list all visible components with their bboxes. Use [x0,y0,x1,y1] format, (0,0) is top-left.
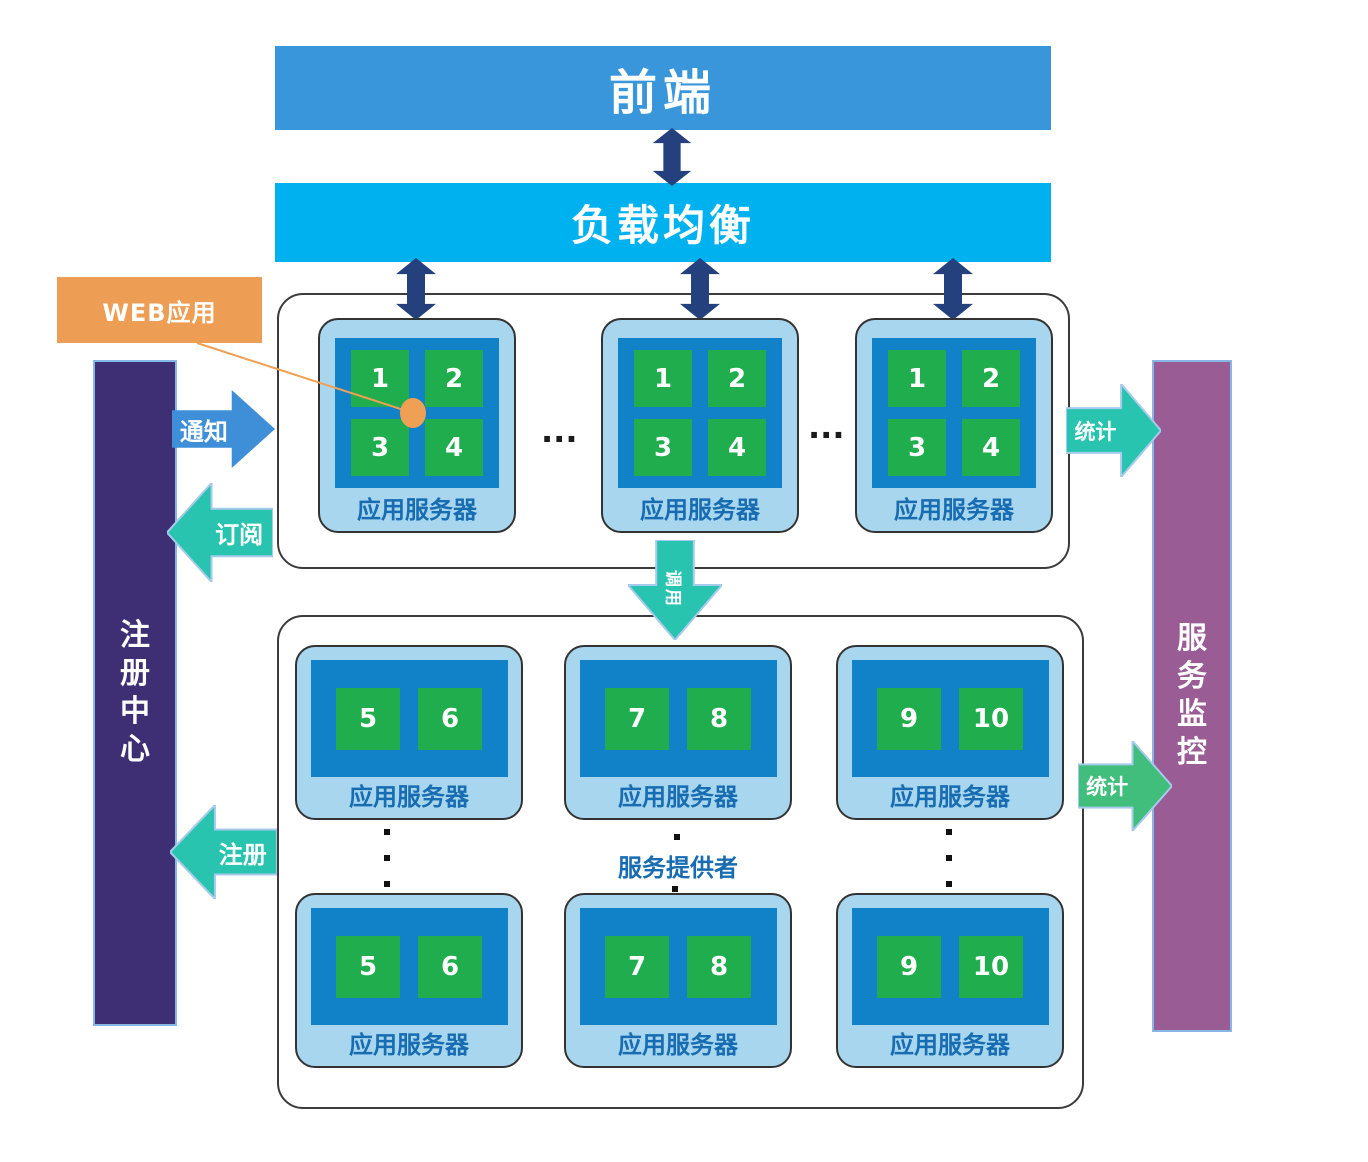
instance-grid: 1 2 3 4 [618,338,782,488]
app-server-card: 7 8 应用服务器 [564,645,792,820]
instance-cell: 5 [336,687,400,750]
app-server-card: 1 2 3 4 应用服务器 [855,318,1053,533]
instance-grid: 7 8 [579,908,777,1025]
app-server-label: 应用服务器 [890,783,1010,811]
instance-cell: 10 [959,935,1023,998]
app-server-card: 5 6 应用服务器 [295,893,523,1068]
instance-grid: 9 10 [851,908,1049,1025]
instance-cell: 1 [351,350,409,407]
instance-cell: 8 [687,935,751,998]
instance-cell: 9 [877,935,941,998]
app-server-label: 应用服务器 [349,1031,469,1059]
app-server-label: 应用服务器 [357,496,477,524]
double-arrow-icon [675,258,725,320]
vertical-ellipsis-dot [384,829,390,835]
service-provider-label: 服务提供者 [618,854,738,882]
invoke-label: 调用 [662,570,683,608]
instance-grid: 9 10 [851,660,1049,777]
frontend-label: 前端 [608,65,717,121]
service-monitor-label: 服务监控 [1177,621,1207,770]
vertical-ellipsis-dot [946,881,952,887]
ellipsis-separator: ... [808,408,845,446]
instance-cell: 5 [336,935,400,998]
load-balancer-label: 负载均衡 [570,201,755,250]
instance-cell: 2 [708,350,766,407]
notify-label: 通知 [179,417,228,446]
app-server-card: 9 10 应用服务器 [836,645,1064,820]
app-server-card: 9 10 应用服务器 [836,893,1064,1068]
instance-cell: 1 [888,350,946,407]
instance-cell: 2 [425,350,483,407]
vertical-ellipsis-dot [946,829,952,835]
instance-grid: 5 6 [310,660,508,777]
subscribe-label: 订阅 [215,521,264,549]
instance-cell: 4 [962,419,1020,476]
frontend-bar: 前端 [275,46,1051,130]
stats-arrow-top: 统计 [1066,384,1161,477]
app-server-card: 5 6 应用服务器 [295,645,523,820]
instance-cell: 2 [962,350,1020,407]
double-arrow-icon [391,258,441,320]
ellipsis-separator: ... [541,412,578,450]
instance-grid: 7 8 [579,660,777,777]
instance-cell: 6 [418,687,482,750]
registry-center-label: 注册中心 [120,618,150,767]
vertical-ellipsis-dot [672,886,678,892]
app-server-label: 应用服务器 [618,783,738,811]
app-server-card: 1 2 3 4 应用服务器 [318,318,516,533]
web-app-tag: WEB应用 [57,277,262,343]
invoke-arrow: 调用 [628,540,722,640]
instance-cell: 6 [418,935,482,998]
instance-cell: 4 [425,419,483,476]
register-arrow: 注册 [170,805,277,899]
vertical-ellipsis-dot [384,881,390,887]
app-server-card: 7 8 应用服务器 [564,893,792,1068]
instance-cell: 4 [708,419,766,476]
app-server-label: 应用服务器 [894,496,1014,524]
instance-grid: 1 2 3 4 [872,338,1036,488]
instance-grid: 1 2 3 4 [335,338,499,488]
instance-cell: 7 [605,935,669,998]
stats-top-label: 统计 [1074,419,1117,444]
app-server-card: 1 2 3 4 应用服务器 [601,318,799,533]
vertical-ellipsis-dot [384,855,390,861]
subscribe-arrow: 订阅 [167,483,273,582]
app-server-label: 应用服务器 [349,783,469,811]
instance-cell: 7 [605,687,669,750]
stats-bottom-label: 统计 [1086,775,1129,799]
instance-cell: 10 [959,687,1023,750]
notify-arrow: 通知 [172,390,275,468]
stats-arrow-bottom: 统计 [1078,741,1172,831]
register-label: 注册 [218,840,267,869]
instance-cell: 3 [351,419,409,476]
load-balancer-bar: 负载均衡 [275,183,1051,262]
app-server-label: 应用服务器 [640,496,760,524]
instance-cell: 3 [888,419,946,476]
double-arrow-icon [928,258,978,320]
vertical-ellipsis-dot [946,855,952,861]
double-arrow-icon [648,128,696,186]
instance-cell: 8 [687,687,751,750]
vertical-ellipsis-dot [674,834,680,840]
app-server-label: 应用服务器 [618,1031,738,1059]
instance-cell: 1 [634,350,692,407]
instance-grid: 5 6 [310,908,508,1025]
instance-cell: 3 [634,419,692,476]
app-server-label: 应用服务器 [890,1031,1010,1059]
service-monitor-bar: 服务监控 [1152,360,1232,1032]
instance-cell: 9 [877,687,941,750]
web-app-label: WEB应用 [102,298,217,327]
registry-center-bar: 注册中心 [93,360,177,1026]
